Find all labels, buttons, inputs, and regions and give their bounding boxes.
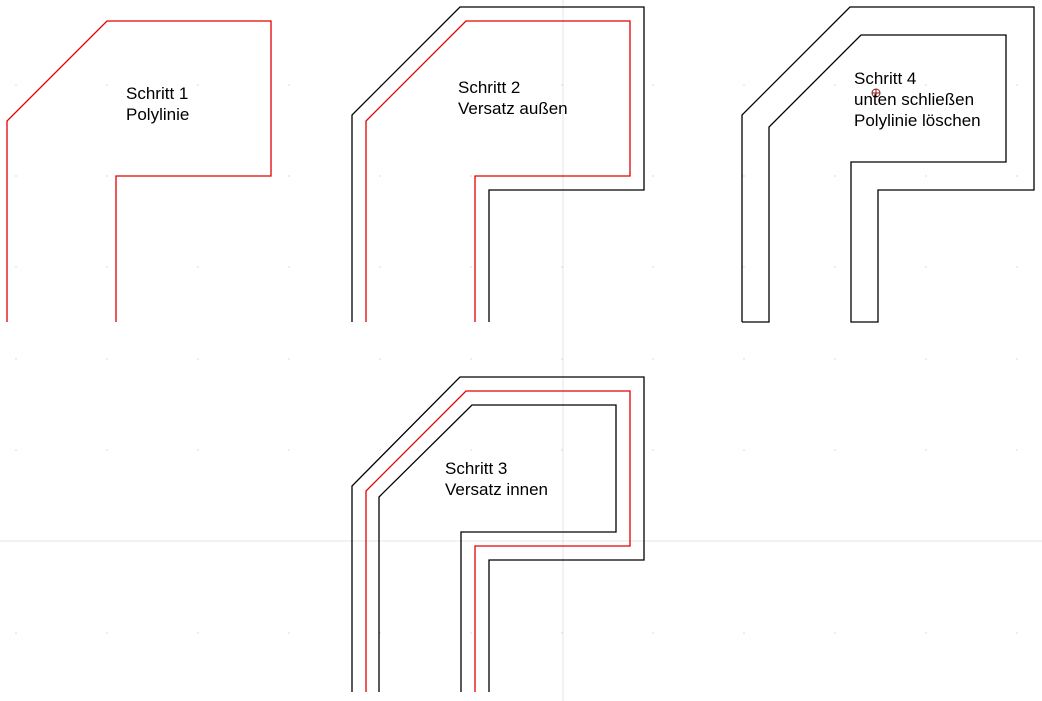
grid-dot — [743, 358, 745, 360]
grid-dot — [15, 632, 17, 634]
grid-dot — [197, 449, 199, 451]
grid-dot — [106, 84, 108, 86]
grid-dot — [197, 84, 199, 86]
step2-line1: Versatz außen — [458, 99, 568, 118]
step3-offset-outer-line[interactable] — [351, 376, 645, 692]
grid-dots — [15, 84, 1018, 634]
grid-dot — [834, 358, 836, 360]
grid-dot — [470, 358, 472, 360]
grid-dot — [106, 358, 108, 360]
grid-dot — [15, 266, 17, 268]
grid-dot — [743, 175, 745, 177]
grid-dot — [834, 632, 836, 634]
grid-dot — [379, 358, 381, 360]
grid-dot — [197, 358, 199, 360]
step1-line1: Polylinie — [126, 105, 190, 124]
step3-offset-inner-line[interactable] — [378, 404, 617, 692]
grid-dot — [561, 84, 563, 86]
grid-dot — [743, 84, 745, 86]
step1-shape[interactable] — [6, 20, 272, 322]
grid-dot — [106, 632, 108, 634]
grid-dot — [288, 175, 290, 177]
grid-dot — [834, 175, 836, 177]
grid-dot — [652, 449, 654, 451]
grid-dot — [1016, 266, 1018, 268]
grid-dot — [1016, 84, 1018, 86]
grid-dot — [288, 449, 290, 451]
grid-dot — [379, 84, 381, 86]
grid-dot — [470, 175, 472, 177]
step2-title: Schritt 2 — [458, 78, 521, 97]
step2-shape[interactable] — [351, 6, 645, 322]
grid-dot — [925, 266, 927, 268]
grid-dot — [925, 449, 927, 451]
grid-dot — [834, 266, 836, 268]
grid-dot — [379, 449, 381, 451]
grid-dot — [743, 266, 745, 268]
grid-dot — [15, 449, 17, 451]
grid-dot — [925, 84, 927, 86]
grid-dot — [1016, 449, 1018, 451]
grid-dot — [743, 632, 745, 634]
grid-dot — [561, 358, 563, 360]
grid-dot — [652, 84, 654, 86]
grid-dot — [743, 449, 745, 451]
step2-polyline-line[interactable] — [365, 20, 631, 322]
step1-label: Schritt 1 Polylinie — [126, 83, 189, 125]
step3-shape[interactable] — [351, 376, 645, 692]
step4-label: Schritt 4 unten schließen Polylinie lösc… — [854, 68, 981, 131]
grid-dot — [197, 266, 199, 268]
grid-dot — [834, 449, 836, 451]
grid-dot — [834, 84, 836, 86]
grid-dot — [470, 266, 472, 268]
step4-line2: Polylinie löschen — [854, 111, 981, 130]
grid-dot — [925, 632, 927, 634]
grid-dot — [1016, 358, 1018, 360]
step4-closed-outline-line[interactable] — [741, 6, 1035, 323]
grid-dot — [106, 266, 108, 268]
grid-dot — [561, 632, 563, 634]
grid-dot — [379, 175, 381, 177]
grid-dot — [197, 632, 199, 634]
grid-dot — [470, 449, 472, 451]
step1-title: Schritt 1 — [126, 84, 189, 103]
grid-dot — [288, 266, 290, 268]
grid-dot — [379, 266, 381, 268]
grid-dot — [288, 632, 290, 634]
step3-line1: Versatz innen — [445, 480, 549, 499]
step2-label: Schritt 2 Versatz außen — [458, 77, 568, 119]
grid-dot — [652, 175, 654, 177]
step4-shape[interactable] — [741, 6, 1035, 323]
grid-dot — [1016, 632, 1018, 634]
grid-dot — [561, 266, 563, 268]
grid-dot — [925, 358, 927, 360]
grid-dot — [652, 266, 654, 268]
grid-dot — [652, 358, 654, 360]
grid-dot — [15, 84, 17, 86]
grid-dot — [379, 632, 381, 634]
step4-title: Schritt 4 — [854, 69, 917, 88]
step2-offset-outer-line[interactable] — [351, 6, 645, 322]
grid-dot — [106, 449, 108, 451]
step1-polyline-line[interactable] — [6, 20, 272, 322]
step3-label: Schritt 3 Versatz innen — [445, 458, 548, 500]
grid-dot — [925, 175, 927, 177]
grid-dot — [15, 358, 17, 360]
grid-dot — [106, 175, 108, 177]
grid-dot — [561, 449, 563, 451]
grid-dot — [15, 175, 17, 177]
step3-title: Schritt 3 — [445, 459, 508, 478]
grid-dot — [288, 358, 290, 360]
grid-dot — [288, 84, 290, 86]
grid-dot — [470, 84, 472, 86]
crosshair-marker-icon — [871, 88, 881, 98]
grid-dot — [652, 632, 654, 634]
step4-line1: unten schließen — [854, 90, 975, 109]
grid-dot — [470, 632, 472, 634]
grid-dot — [1016, 175, 1018, 177]
step3-polyline-line[interactable] — [365, 390, 631, 692]
